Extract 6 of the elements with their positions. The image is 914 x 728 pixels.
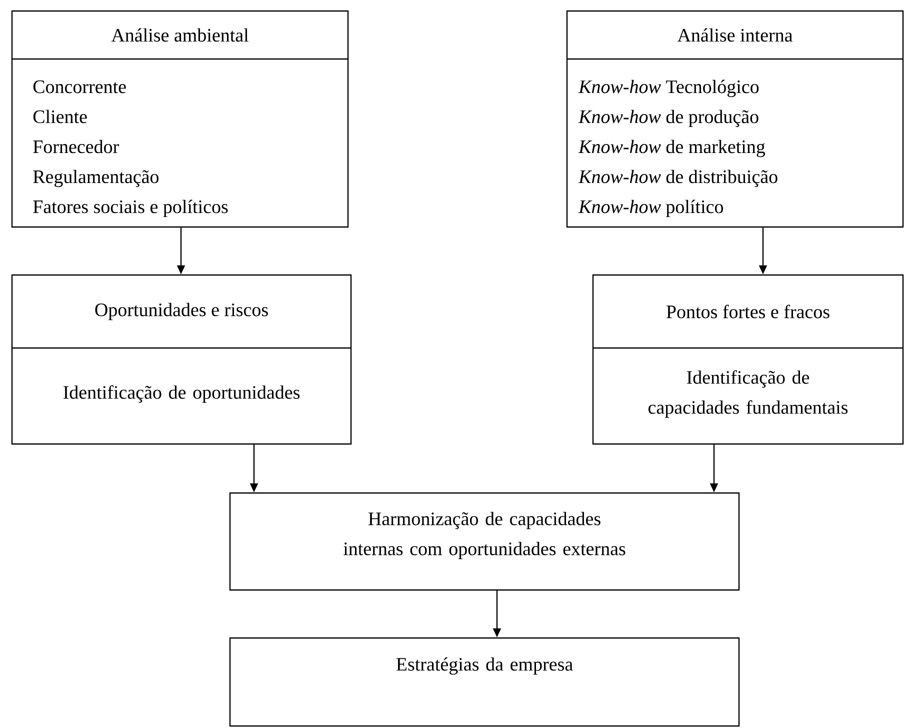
process-box: Harmonização de capacidades internas com oportunidades externas [229,492,740,591]
process-box: Oportunidades e riscos Identificação de oportunidades [11,274,352,445]
process-box: Estratégias da empresa [229,637,740,727]
process-box: Análise interna Know-how Tecnológico Know-how de produção Know-how de marketing Know-how de distribuição Know-how político [566,10,904,228]
process-box: Pontos fortes e fracos Identificação de capacidades fundamentais [592,274,904,445]
process-box: Análise ambiental Concorrente Cliente Fornecedor Regulamentação Fatores sociais e políticos [11,10,349,228]
